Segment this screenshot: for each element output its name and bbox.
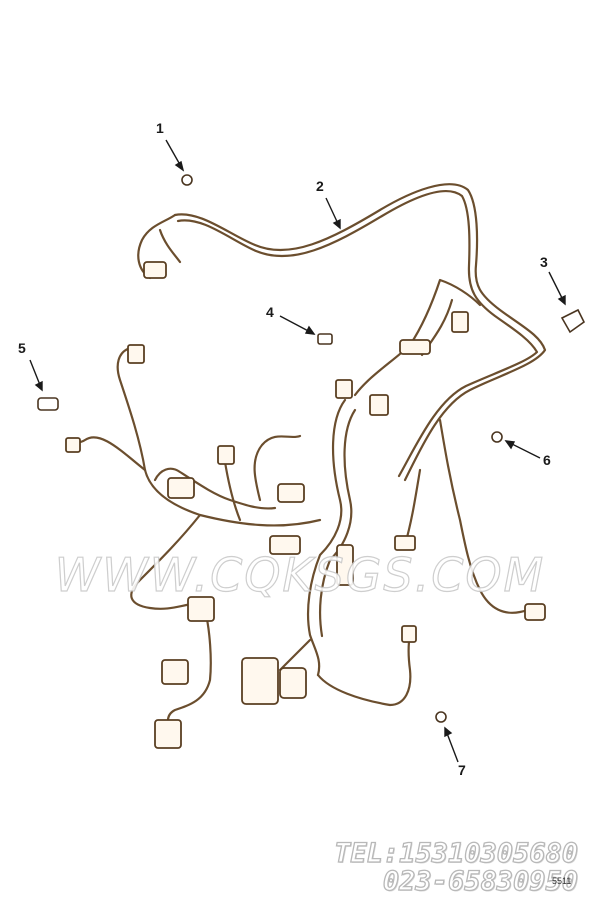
harness-bottom-branch-2: [278, 638, 312, 672]
harness-left-branch-6: [223, 460, 242, 522]
callout-7: 7: [458, 762, 466, 778]
connector-trunk-mid: [336, 544, 354, 586]
harness-central-trunk: [306, 398, 347, 677]
connector-center: [277, 483, 305, 503]
connector-left-lower: [187, 596, 215, 622]
leader-4-head: [304, 325, 316, 335]
callout-2: 2: [316, 178, 324, 194]
leader-5-head: [34, 380, 43, 392]
connector-bottom-left-1: [161, 659, 189, 685]
connector-upper-left: [127, 344, 145, 364]
fastener-item-7: [435, 711, 447, 723]
connector-mid-right-2: [369, 394, 389, 416]
harness-left-branch-5: [253, 434, 302, 502]
connector-top-right: [451, 311, 469, 333]
harness-main-loop: [173, 183, 547, 482]
fastener-item-3: [560, 308, 586, 334]
harness-bottom-branch-1: [316, 633, 412, 707]
connector-bottom-right: [401, 625, 417, 643]
callout-5: 5: [18, 340, 26, 356]
watermark-url: WWW.CQKSGS.COM: [54, 547, 546, 602]
connector-left-mid: [167, 477, 195, 499]
connector-pigtail: [143, 261, 167, 279]
leader-7-head: [444, 726, 453, 738]
harness-left-branch-3: [130, 513, 207, 610]
fastener-item-5: [37, 397, 59, 411]
harness-left-branch-1: [116, 346, 322, 527]
connector-large-block: [241, 657, 279, 705]
harness-branch-top-left-2: [158, 228, 182, 264]
harness-branch-top-left: [137, 213, 177, 280]
callout-4: 4: [266, 304, 274, 320]
connector-large-block-2: [279, 667, 307, 699]
leader-6-head: [504, 440, 516, 450]
connector-right-end: [524, 603, 546, 621]
contact-telephone: TEL:15310305680: [334, 837, 579, 869]
connector-upper-right: [399, 339, 431, 355]
drawing-reference: 5511: [552, 876, 572, 886]
harness-left-branch-2: [68, 436, 147, 472]
harness-cross-bar: [353, 278, 482, 397]
harness-left-branch-7: [153, 467, 277, 510]
callout-3: 3: [540, 254, 548, 270]
callout-1: 1: [156, 120, 164, 136]
callout-6: 6: [543, 452, 551, 468]
fastener-item-1: [181, 174, 193, 186]
harness-main-loop-inner: [176, 190, 539, 478]
connector-center-trunk: [269, 535, 301, 555]
connector-center-left: [217, 445, 235, 465]
fastener-item-6: [491, 431, 503, 443]
leader-2-head: [332, 218, 341, 230]
leader-1-head: [174, 160, 185, 172]
harness-right-branch-2: [403, 468, 422, 547]
harness-central-trunk-2: [318, 408, 357, 638]
connector-left-small: [65, 437, 81, 453]
connector-mid-right-1: [335, 379, 353, 399]
connector-right-small: [394, 535, 416, 551]
connector-bottom-left-2: [154, 719, 182, 749]
contact-fax: 023-65830950: [382, 865, 578, 897]
fastener-item-4: [317, 333, 333, 345]
leader-3-head: [557, 294, 566, 306]
